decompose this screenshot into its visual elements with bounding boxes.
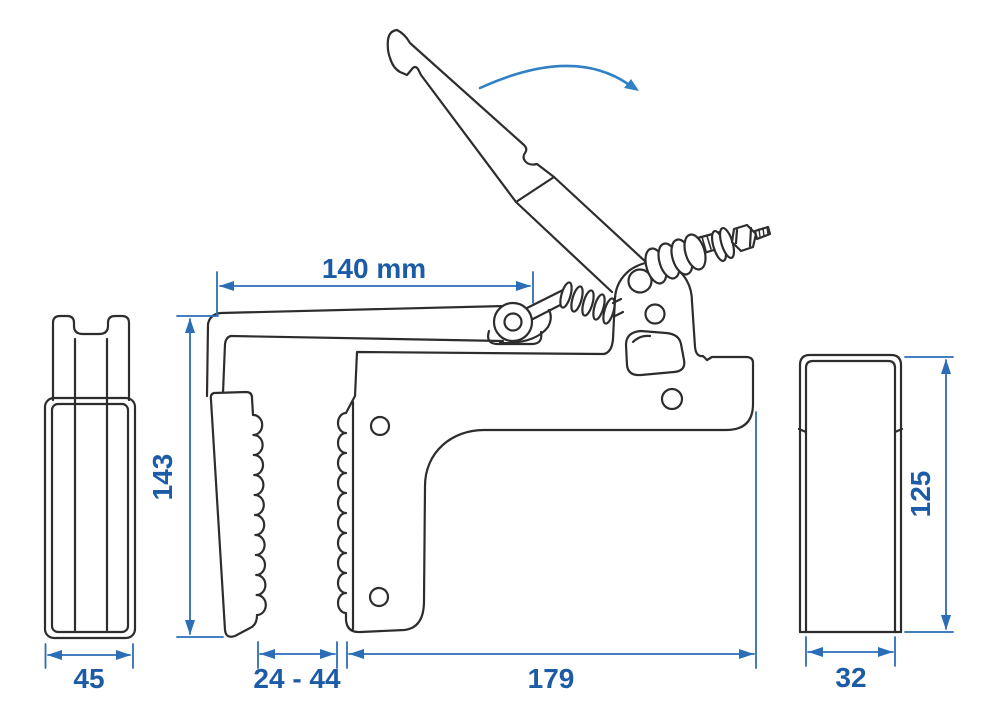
dim-label-arm-reach: 140 mm bbox=[322, 253, 426, 284]
lever-shaft-edge bbox=[514, 200, 614, 294]
dim-pad-side-height bbox=[904, 356, 954, 633]
pad-front-clip bbox=[51, 314, 131, 402]
dimension-arrowheads bbox=[47, 281, 951, 660]
coil-spring bbox=[644, 233, 707, 285]
dim-label-jaw-opening: 24 - 44 bbox=[253, 663, 341, 694]
dimensions bbox=[44, 271, 954, 669]
spring-anchor bbox=[613, 310, 625, 318]
dimension-labels: 140 mm 143 45 24 - 44 179 32 125 bbox=[73, 253, 936, 694]
rotation-arrow-head bbox=[624, 79, 639, 91]
pad-side-inner bbox=[804, 359, 897, 634]
lever-shaft-edge bbox=[552, 175, 650, 266]
pad-side-notch bbox=[797, 427, 808, 434]
arm-pivot-hole bbox=[503, 312, 523, 332]
pad-side-notch bbox=[893, 427, 904, 434]
adjusting-bolt-assembly bbox=[644, 223, 772, 285]
bracket-hole bbox=[644, 303, 666, 325]
dim-label-clamp-height: 143 bbox=[147, 454, 178, 501]
dim-arm-reach bbox=[216, 271, 534, 316]
dim-label-pad-side-height: 125 bbox=[905, 471, 936, 518]
rotation-arrow-icon bbox=[478, 64, 639, 91]
movable-jaw bbox=[209, 390, 267, 638]
rotation-arrow-arc bbox=[478, 64, 630, 90]
pad-front-view bbox=[43, 314, 137, 640]
dim-label-pad-front-width: 45 bbox=[73, 663, 104, 694]
nut-facet bbox=[748, 226, 753, 248]
link-edge bbox=[525, 288, 565, 310]
dim-label-pad-side-width: 32 bbox=[835, 662, 866, 693]
dim-clamp-height bbox=[176, 315, 224, 638]
pad-front-sleeve-inner bbox=[50, 402, 130, 634]
body-cutout bbox=[624, 329, 686, 377]
lever-handle bbox=[386, 28, 556, 204]
pad-side-view bbox=[797, 353, 904, 634]
dim-body-length bbox=[346, 411, 757, 669]
lever-pivot-hole bbox=[627, 268, 653, 294]
body-hole bbox=[660, 387, 684, 411]
clamp-body bbox=[336, 350, 755, 634]
clamp-side-view bbox=[205, 28, 772, 638]
body-hole bbox=[368, 586, 390, 608]
spring-anchor bbox=[611, 297, 623, 305]
nut-facet bbox=[734, 228, 739, 245]
arm-bend-outer bbox=[205, 311, 223, 398]
small-spring bbox=[559, 281, 616, 325]
pad-front-sleeve-outer bbox=[43, 396, 137, 640]
body-hole bbox=[369, 415, 391, 437]
arm-top-edge bbox=[219, 304, 507, 315]
bolt-tip-hatch bbox=[758, 226, 769, 238]
pad-side-outer bbox=[798, 353, 903, 634]
link-wrap bbox=[498, 308, 552, 345]
link-tab bbox=[486, 329, 543, 346]
body-cutout-accent bbox=[631, 334, 652, 344]
dim-label-body-length: 179 bbox=[528, 663, 575, 694]
arm-bend-inner bbox=[221, 334, 233, 395]
linework bbox=[43, 28, 904, 640]
arm-bottom-edge bbox=[229, 334, 505, 343]
